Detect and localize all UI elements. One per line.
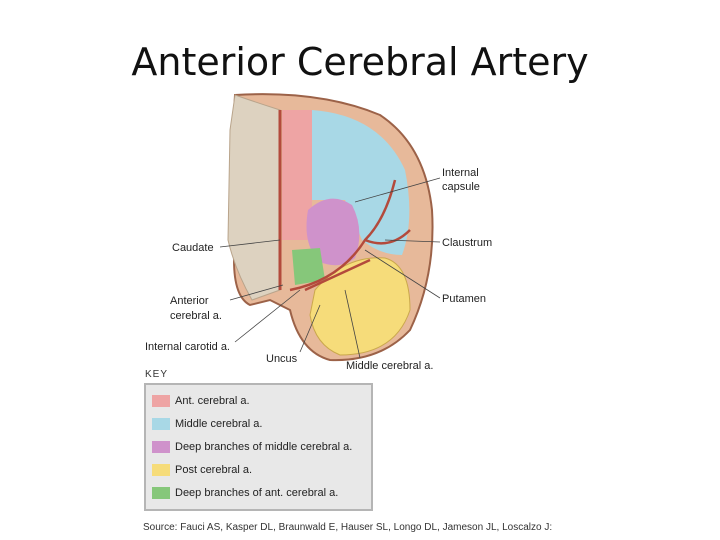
left-hemisphere-region xyxy=(227,94,281,301)
leader-middle-cerebral xyxy=(344,289,361,359)
key-item: Post cerebral a. xyxy=(152,462,367,478)
middle-cerebral-branches xyxy=(289,179,411,292)
leader-uncus xyxy=(299,304,321,353)
slide-title: Anterior Cerebral Artery xyxy=(131,40,589,84)
key-swatch xyxy=(152,464,170,476)
key-title: KEY xyxy=(145,369,169,380)
label-putamen: Putamen xyxy=(442,293,486,305)
middle-cerebral-territory xyxy=(312,110,410,255)
leader-claustrum xyxy=(384,239,441,243)
label-claustrum: Claustrum xyxy=(442,237,492,249)
key-swatch xyxy=(152,418,170,430)
key-item: Middle cerebral a. xyxy=(152,416,367,432)
key-item: Deep branches of ant. cerebral a. xyxy=(152,485,367,501)
key-swatch xyxy=(152,487,170,499)
leader-internal-carotid xyxy=(234,289,301,343)
key-swatch xyxy=(152,395,170,407)
leader-putamen xyxy=(364,249,441,299)
leader-caudate xyxy=(219,239,281,248)
brain-coronal-section-diagram: Internal capsule Claustrum Caudate Anter… xyxy=(145,93,492,370)
posterior-cerebral-territory xyxy=(309,257,411,356)
source-citation: Source: Fauci AS, Kasper DL, Braunwald E… xyxy=(143,522,553,533)
label-internal-capsule-line2: capsule xyxy=(442,181,480,193)
label-anterior-cerebral-line2: cerebral a. xyxy=(170,310,222,322)
key-swatch xyxy=(152,441,170,453)
key-label: Deep branches of middle cerebral a. xyxy=(175,441,353,453)
key-label: Post cerebral a. xyxy=(175,464,253,476)
key-item: Deep branches of middle cerebral a. xyxy=(152,439,367,455)
deep-anterior-cerebral-territory xyxy=(292,248,325,285)
key-label: Deep branches of ant. cerebral a. xyxy=(175,487,339,499)
leader-internal-capsule xyxy=(354,177,441,203)
label-anterior-cerebral-line1: Anterior xyxy=(170,295,209,307)
key-legend: Ant. cerebral a. Middle cerebral a. Deep… xyxy=(144,383,373,511)
label-internal-carotid: Internal carotid a. xyxy=(145,341,230,353)
key-label: Ant. cerebral a. xyxy=(175,395,250,407)
key-item: Ant. cerebral a. xyxy=(152,393,367,409)
leader-anterior-cerebral xyxy=(229,284,284,301)
key-label: Middle cerebral a. xyxy=(175,418,263,430)
label-caudate: Caudate xyxy=(172,242,214,254)
label-middle-cerebral: Middle cerebral a. xyxy=(346,360,433,370)
label-internal-capsule-line1: Internal xyxy=(442,167,479,179)
label-uncus: Uncus xyxy=(266,353,298,365)
